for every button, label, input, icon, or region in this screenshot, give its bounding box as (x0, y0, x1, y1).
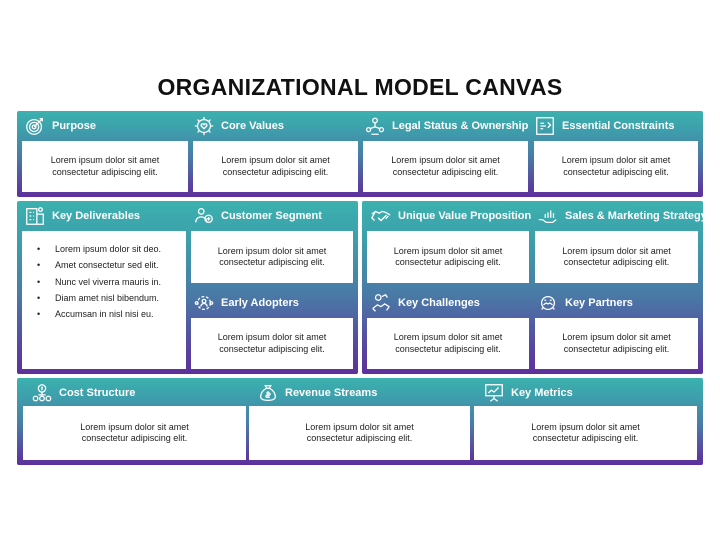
people-network-icon (364, 115, 386, 137)
list-item: Diam amet nisl bibendum. (37, 292, 185, 308)
purpose-title: Purpose (52, 120, 97, 132)
revenue-streams-header: Revenue Streams (257, 382, 377, 404)
list-item: Amet consectetur sed elit. (37, 259, 185, 275)
revenue-streams-title: Revenue Streams (285, 387, 378, 399)
customer-segment-title: Customer Segment (221, 210, 322, 222)
unique-value-title: Unique Value Proposition (398, 210, 532, 222)
list-item: Lorem ipsum dolor sit deo. (37, 243, 185, 259)
essential-constraints-card (534, 141, 698, 192)
core-values-card (193, 141, 358, 192)
core-values-title: Core Values (221, 120, 284, 132)
key-partners-card (535, 318, 698, 369)
key-metrics-title: Key Metrics (511, 387, 573, 399)
purpose-header: Purpose (24, 115, 96, 137)
legal-status-title: Legal Status & Ownership (392, 120, 529, 132)
list-item: Nunc vel viverra mauris in. (37, 276, 185, 292)
sales-marketing-card (535, 231, 698, 283)
key-metrics-card (474, 406, 697, 460)
key-deliverables-title: Key Deliverables (52, 210, 141, 222)
cost-structure-card (23, 406, 246, 460)
building-grid-icon (24, 205, 46, 227)
constraint-box-icon (534, 115, 556, 137)
challenge-handshake-icon (370, 292, 392, 314)
key-challenges-header: Key Challenges (370, 292, 480, 314)
page-title: ORGANIZATIONAL MODEL CANVAS (157, 74, 563, 100)
revenue-streams-card (249, 406, 470, 460)
cost-icon (31, 382, 53, 404)
purpose-card (22, 141, 188, 192)
metrics-board-icon (483, 382, 505, 404)
sales-marketing-header: Sales & Marketing Strategy (537, 205, 707, 227)
core-values-header: Core Values (193, 115, 284, 137)
unique-value-card (367, 231, 529, 283)
key-challenges-card (367, 318, 529, 369)
key-partners-header: Key Partners (537, 292, 633, 314)
customer-segment-header: Customer Segment (193, 205, 322, 227)
list-item: Accumsan in nisl nisi eu. (37, 308, 185, 324)
key-deliverables-list: Lorem ipsum dolor sit deo. Amet consecte… (37, 243, 185, 324)
cost-structure-title: Cost Structure (59, 387, 136, 399)
target-icon (24, 115, 46, 137)
legal-status-card (363, 141, 528, 192)
money-bag-icon (257, 382, 279, 404)
key-deliverables-header: Key Deliverables (24, 205, 140, 227)
gear-heart-icon (193, 115, 215, 137)
user-segment-icon (193, 205, 215, 227)
team-gear-icon (193, 292, 215, 314)
early-adopters-title: Early Adopters (221, 297, 299, 309)
essential-constraints-header: Essential Constraints (534, 115, 674, 137)
chart-hand-icon (537, 205, 559, 227)
handshake-icon (370, 205, 392, 227)
legal-status-header: Legal Status & Ownership (364, 115, 528, 137)
early-adopters-card (191, 318, 353, 369)
customer-segment-card (191, 231, 353, 283)
key-metrics-header: Key Metrics (483, 382, 573, 404)
key-challenges-title: Key Challenges (398, 297, 480, 309)
partners-icon (537, 292, 559, 314)
sales-marketing-title: Sales & Marketing Strategy (565, 210, 707, 222)
cost-structure-header: Cost Structure (31, 382, 135, 404)
key-partners-title: Key Partners (565, 297, 633, 309)
early-adopters-header: Early Adopters (193, 292, 299, 314)
unique-value-header: Unique Value Proposition (370, 205, 531, 227)
essential-constraints-title: Essential Constraints (562, 120, 675, 132)
